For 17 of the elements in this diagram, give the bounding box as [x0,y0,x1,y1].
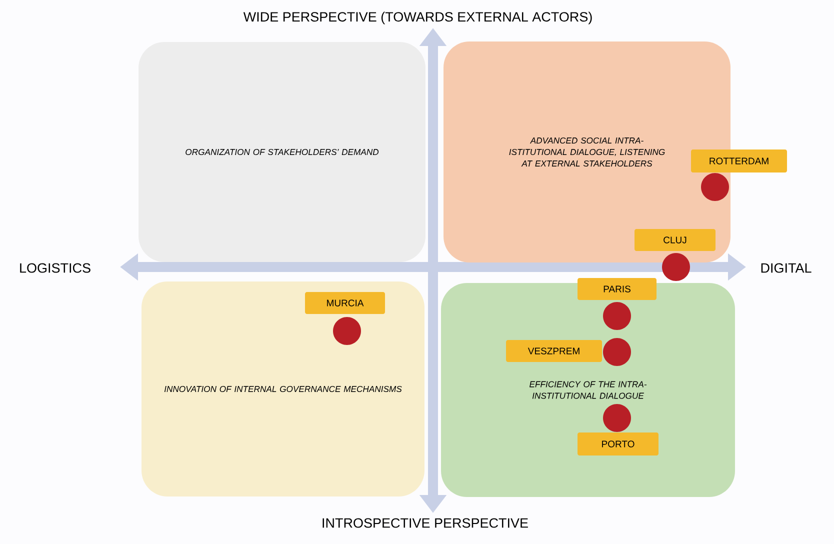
city-tag: CLUJ [634,229,716,251]
city-tag: VESZPREM [506,340,602,362]
dot-marker [701,173,729,201]
quadrant-box: ORGANIZATION OF STAKEHOLDERS’ DEMAND [138,42,426,262]
city-tag: ROTTERDAM [691,150,787,172]
dot-marker [333,317,361,345]
axis-label: INTROSPECTIVE PERSPECTIVE [322,518,528,528]
dot-marker [603,404,631,432]
dot-marker [662,253,690,281]
axis-label: DIGITAL [761,263,812,273]
city-tag: MURCIA [305,292,385,314]
axis-label: LOGISTICS [20,263,90,273]
axis-label: WIDE PERSPECTIVE (TOWARDS EXTERNAL ACTORS) [243,12,592,24]
dot-marker [603,302,631,330]
city-tag: PARIS [578,278,656,300]
city-tag: PORTO [578,432,658,456]
dot-marker [603,338,631,366]
